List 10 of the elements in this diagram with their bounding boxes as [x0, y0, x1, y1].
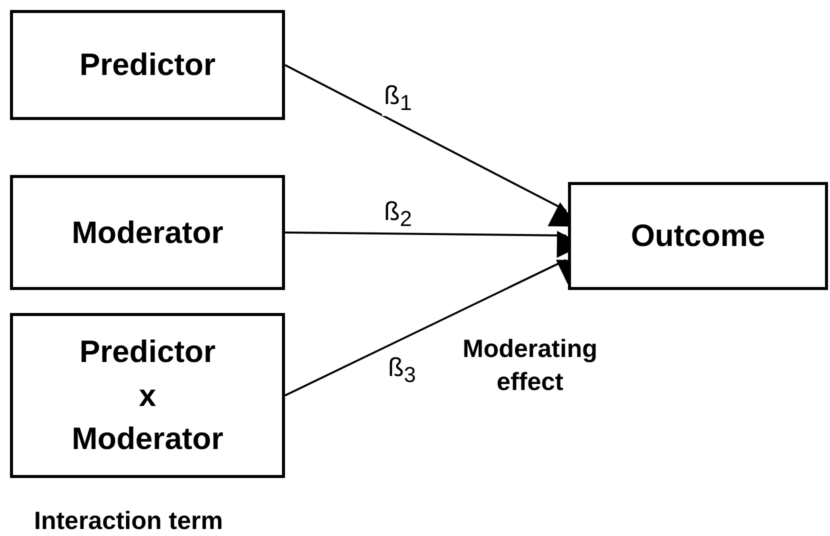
- node-caption: Interaction term: [34, 506, 223, 536]
- outcome-box: [568, 182, 828, 290]
- node-label: Outcome: [630, 217, 766, 256]
- predictor-box: [10, 10, 285, 120]
- moderator-box: [10, 175, 285, 290]
- node-label: Predictor: [79, 46, 216, 84]
- annotation-text: Moderating effect: [462, 334, 598, 398]
- interaction-box: [10, 313, 285, 478]
- node-label: Predictor x Moderator: [70, 333, 224, 458]
- node-label: Moderator: [72, 214, 224, 252]
